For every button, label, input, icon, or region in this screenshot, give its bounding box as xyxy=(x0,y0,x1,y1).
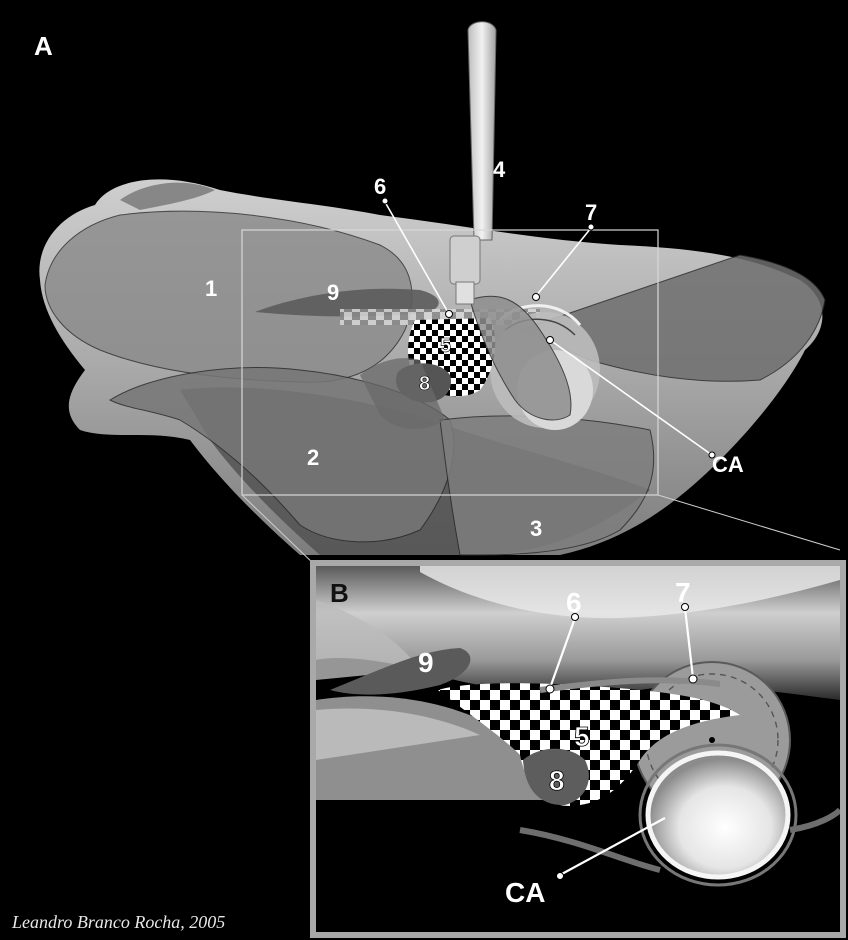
label-7-b: 7 xyxy=(675,577,691,608)
label-2: 2 xyxy=(307,445,319,470)
label-6-b: 6 xyxy=(566,587,582,618)
label-ca-b: CA xyxy=(505,877,545,908)
structure-3-region xyxy=(440,416,654,555)
label-5-b: 5 xyxy=(574,721,590,752)
label-7-a: 7 xyxy=(585,200,597,225)
label-6-a: 6 xyxy=(374,174,386,199)
panel-a: A 1 2 3 4 5 6 7 8 9 CA xyxy=(34,22,840,566)
label-1: 1 xyxy=(205,276,217,301)
panel-a-label: A xyxy=(34,31,53,61)
panel-b-label: B xyxy=(330,578,349,608)
label-9-a: 9 xyxy=(327,280,339,305)
label-8-a: 8 xyxy=(419,373,430,395)
author-credit: Leandro Branco Rocha, 2005 xyxy=(11,912,225,932)
label-9-b: 9 xyxy=(418,647,434,678)
label-ca-a: CA xyxy=(712,452,744,477)
panel-b: B 5 6 7 8 9 CA xyxy=(310,560,846,938)
label-5-a: 5 xyxy=(440,335,451,357)
label-3: 3 xyxy=(530,516,542,541)
label-8-b: 8 xyxy=(549,765,565,796)
label-4: 4 xyxy=(493,157,506,182)
